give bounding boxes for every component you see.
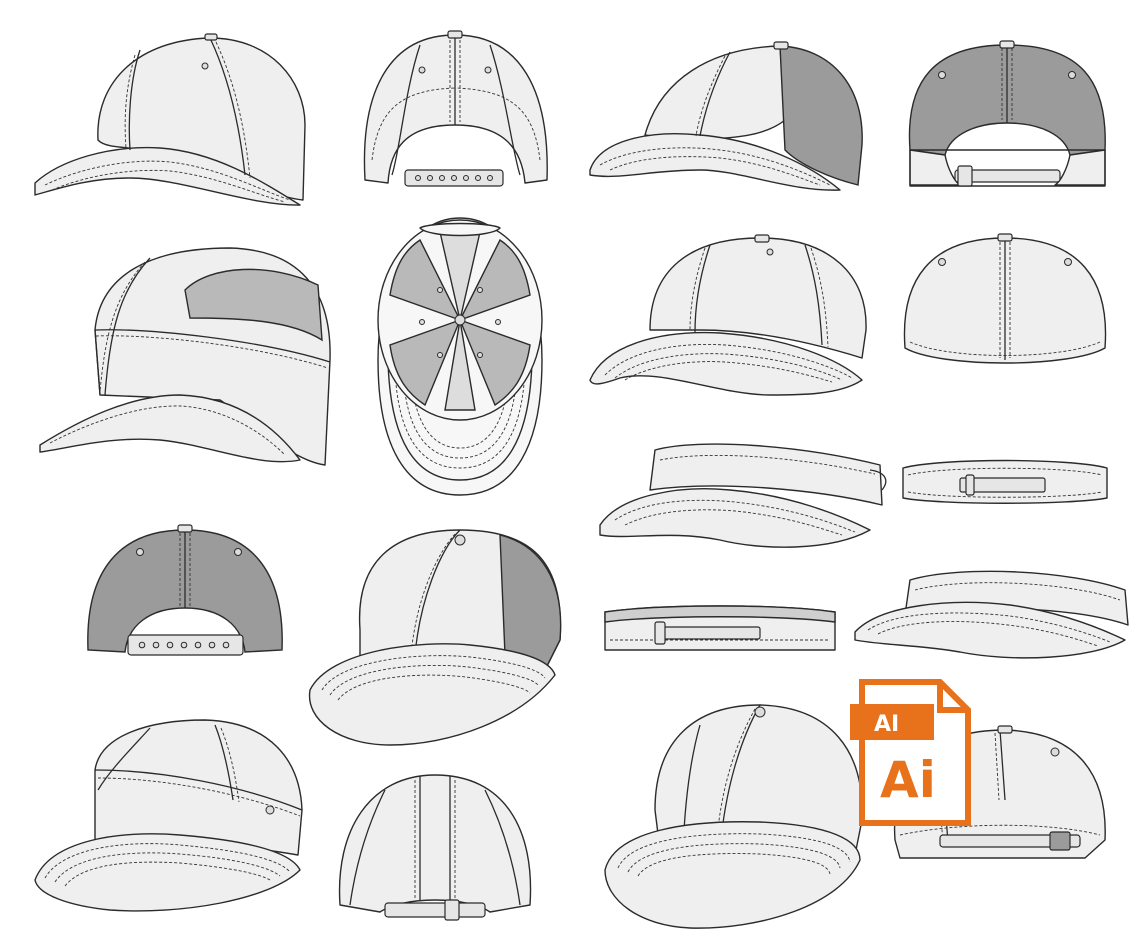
baseball-cap-inside-view xyxy=(377,217,543,496)
adobe-illustrator-file-icon: AI Ai xyxy=(850,679,971,826)
baseball-cap-back-view xyxy=(363,30,548,187)
visor-side-view xyxy=(599,443,887,548)
baseball-cap-side-view-2 xyxy=(589,234,867,396)
trucker-cap-side-view xyxy=(589,41,863,191)
trucker-cap-back-view xyxy=(908,40,1106,187)
five-panel-cap-back-view xyxy=(338,774,532,921)
visor-band-back xyxy=(604,605,836,651)
ai-label-small: AI xyxy=(874,712,899,737)
snapback-cap-front-view xyxy=(604,704,863,929)
snap-buttons xyxy=(415,175,493,181)
snap-buttons-2 xyxy=(138,641,230,649)
snapback-cap-back-view xyxy=(87,524,283,656)
ai-label-large: Ai xyxy=(880,751,936,809)
ai-label-badge xyxy=(850,704,934,740)
five-panel-cap-side-view xyxy=(34,719,303,912)
baseball-cap-side-view xyxy=(34,33,306,206)
running-cap-side-view xyxy=(39,247,331,466)
visor-side-view-2 xyxy=(854,570,1129,659)
snapback-flat-brim-cap xyxy=(308,529,562,746)
fitted-cap-back-view xyxy=(903,233,1107,364)
visor-back-view xyxy=(902,459,1108,504)
